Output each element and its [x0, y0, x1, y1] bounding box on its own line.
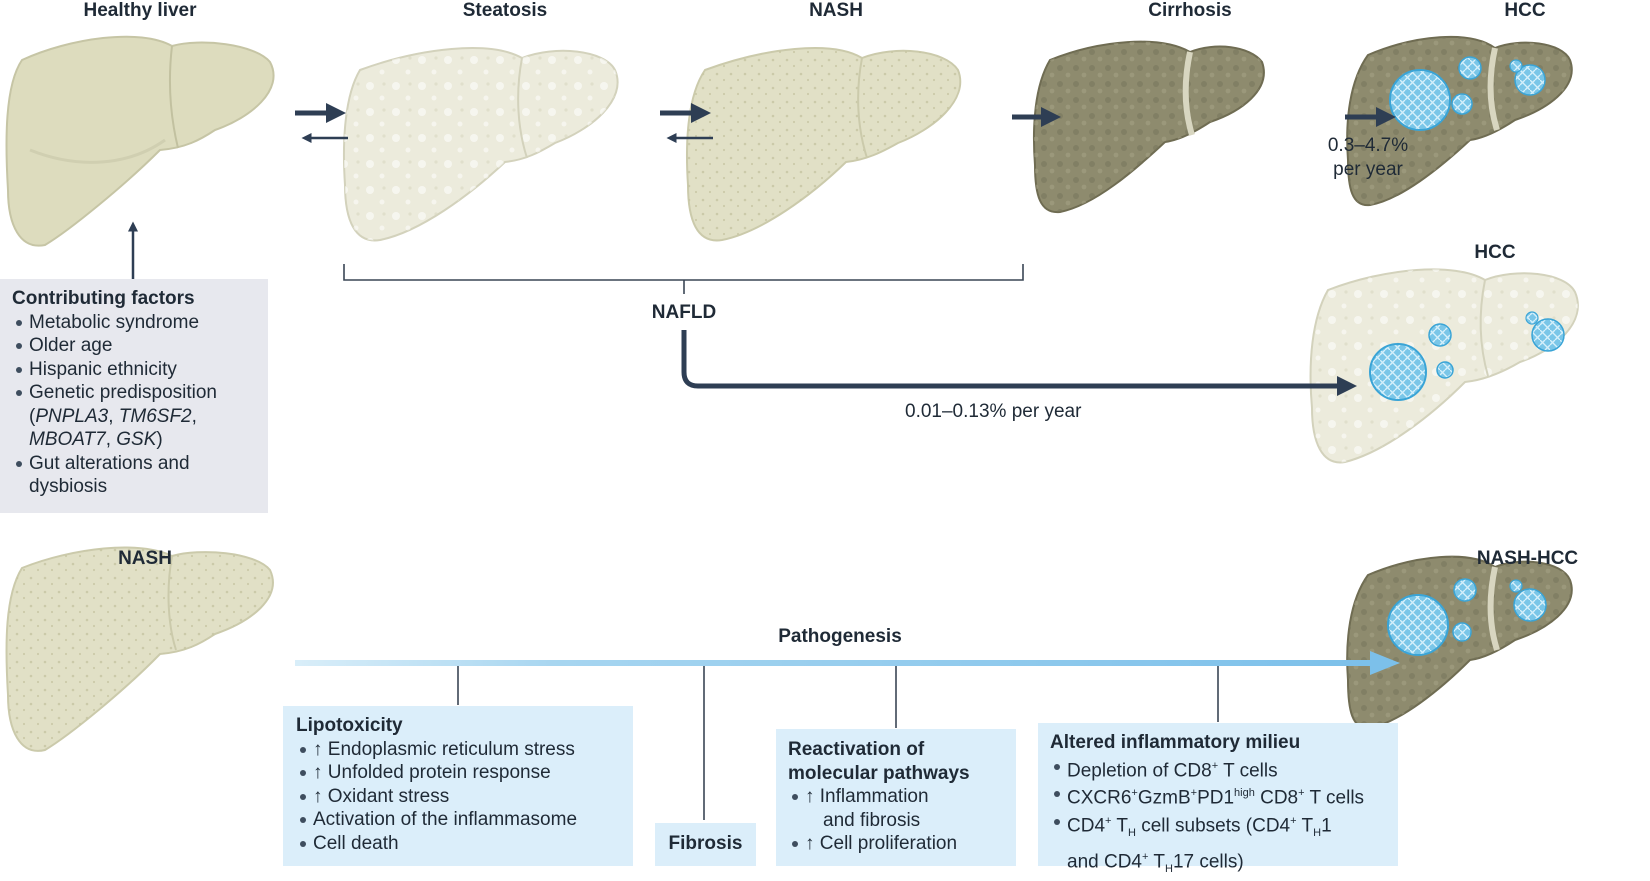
list-item: ↑ Cell proliferation	[788, 832, 1018, 856]
nafld-label: NAFLD	[620, 302, 748, 324]
lipotoxicity-title: Lipotoxicity	[296, 714, 636, 738]
liver-cirrhosis-icon	[1034, 42, 1264, 212]
text: cell subsets (CD4	[1136, 815, 1290, 836]
stage-title-hcc-top: HCC	[1470, 0, 1580, 22]
stage-title-hcc-middle: HCC	[1440, 242, 1550, 264]
text: 1	[1321, 815, 1332, 836]
arrow-nafld-hcc	[684, 330, 1348, 386]
liver-nash-icon	[687, 48, 960, 240]
genes-close: )	[156, 429, 162, 450]
lipotoxicity-list: ↑ Endoplasmic reticulum stress ↑ Unfolde…	[296, 738, 636, 856]
liver-healthy-icon	[6, 37, 273, 246]
reactivation-list: ↑ Inflammation and fibrosis ↑ Cell prolif…	[788, 785, 1018, 856]
milieu-title: Altered inflammatory milieu	[1050, 731, 1398, 755]
rate-cirrhosis-line2: per year	[1318, 158, 1418, 182]
milieu-list: Depletion of CD8+ T cells CXCR6+GzmB+PD1…	[1050, 755, 1398, 881]
superscript: high	[1234, 787, 1255, 799]
contributing-factors-title: Contributing factors	[12, 287, 267, 311]
gene-separator: ,	[192, 406, 197, 427]
rate-cirrhosis-hcc: 0.3–4.7% per year	[1318, 134, 1418, 181]
list-item: Older age	[12, 334, 267, 358]
nafld-bracket	[344, 264, 1023, 294]
text: T	[1148, 851, 1165, 872]
list-item: Genetic predisposition(PNPLA3, TM6SF2, M…	[12, 381, 267, 452]
text: and CD4	[1067, 851, 1142, 872]
liver-nash-bottom-icon	[6, 547, 272, 750]
list-item-label-cont: and fibrosis	[805, 810, 920, 831]
stage-title-nash-bottom: NASH	[75, 548, 215, 570]
text: PD1	[1197, 788, 1234, 809]
stage-title-nash: NASH	[766, 0, 906, 22]
text: T cells	[1305, 788, 1365, 809]
list-item: Depletion of CD8+ T cells	[1050, 755, 1398, 783]
liver-nash-hcc-icon	[1347, 557, 1572, 728]
list-item-label: Gut alterations and	[29, 453, 190, 474]
list-item: ↑ Oxidant stress	[296, 785, 636, 809]
rate-nafld-hcc: 0.01–0.13% per year	[905, 400, 1081, 424]
text: 17 cells)	[1173, 851, 1244, 872]
pathogenesis-label: Pathogenesis	[740, 626, 940, 648]
gene-separator: ,	[108, 406, 119, 427]
list-item: Cell death	[296, 832, 636, 856]
text: GzmB	[1138, 788, 1191, 809]
subscript: H	[1165, 863, 1173, 875]
rate-cirrhosis-line1: 0.3–4.7%	[1318, 134, 1418, 158]
list-item: CXCR6+GzmB+PD1high CD8+ T cells	[1050, 782, 1398, 810]
gene-name: PNPLA3	[35, 406, 108, 427]
list-item: ↑ Endoplasmic reticulum stress	[296, 738, 636, 762]
list-item: ↑ Inflammation and fibrosis	[788, 785, 1018, 832]
text: CD4	[1067, 815, 1105, 836]
text: T	[1111, 815, 1128, 836]
contributing-factors-content: Contributing factors Metabolic syndrome …	[12, 287, 267, 499]
text: T	[1297, 815, 1314, 836]
contributing-factors-list: Metabolic syndrome Older age Hispanic et…	[12, 311, 267, 499]
fibrosis-title: Fibrosis	[655, 832, 756, 856]
gene-name: TM6SF2	[119, 406, 192, 427]
lipotoxicity-content: Lipotoxicity ↑ Endoplasmic reticulum str…	[296, 714, 636, 855]
stage-title-steatosis: Steatosis	[405, 0, 605, 22]
stage-title-cirrhosis: Cirrhosis	[1090, 0, 1290, 22]
reactivation-title-line2: molecular pathways	[788, 762, 1018, 786]
gene-name: MBOAT7	[29, 429, 106, 450]
text: CD8	[1255, 788, 1298, 809]
stage-title-nash-hcc: NASH-HCC	[1440, 548, 1615, 570]
list-item: Activation of the inflammasome	[296, 808, 636, 832]
subscript: H	[1313, 827, 1321, 839]
text: Depletion of CD8	[1067, 760, 1212, 781]
list-item: ↑ Unfolded protein response	[296, 761, 636, 785]
text: T cells	[1218, 760, 1278, 781]
gene-separator: ,	[106, 429, 117, 450]
stage-title-healthy: Healthy liver	[0, 0, 280, 22]
reactivation-title-line1: Reactivation of	[788, 738, 1018, 762]
text: CXCR6	[1067, 788, 1131, 809]
liver-steatosis-icon	[344, 48, 618, 240]
list-item-label: ↑ Inflammation	[805, 786, 929, 807]
liver-hcc-middle-icon	[1311, 269, 1578, 462]
subscript: H	[1128, 827, 1136, 839]
list-item: Hispanic ethnicity	[12, 358, 267, 382]
list-item-label-cont: dysbiosis	[29, 476, 107, 497]
list-item: Metabolic syndrome	[12, 311, 267, 335]
reactivation-content: Reactivation of molecular pathways ↑ Inf…	[788, 738, 1018, 856]
milieu-content: Altered inflammatory milieu Depletion of…	[1050, 731, 1398, 881]
list-item-label: Genetic predisposition	[29, 382, 217, 403]
arrow-healthy-steatosis	[295, 113, 348, 138]
gene-name: GSK	[116, 429, 156, 450]
